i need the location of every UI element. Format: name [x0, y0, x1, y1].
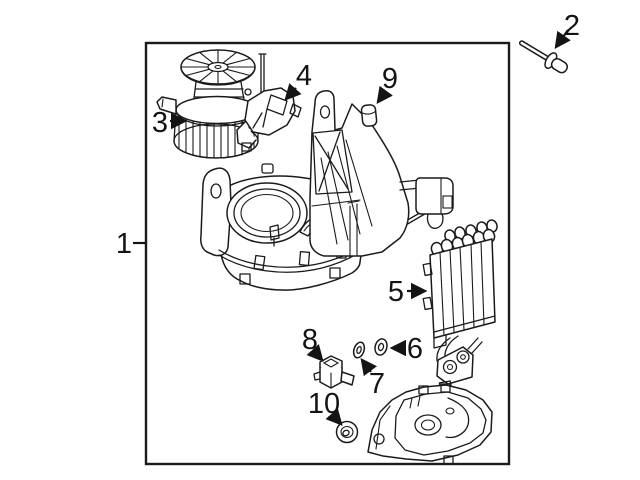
- evaporator-pipes: [436, 335, 483, 393]
- callout-8: 8: [302, 324, 324, 362]
- callout-3-label: 3: [152, 107, 168, 139]
- callout-2: 2: [554, 10, 580, 50]
- callout-6: 6: [389, 333, 423, 365]
- thermistor-sensor: [313, 355, 355, 389]
- callout-7: 7: [360, 358, 385, 400]
- callouts: 1 2 3 4 5 6 7 8: [116, 10, 580, 426]
- blower-motor-resistor: [236, 87, 302, 152]
- callout-4: 4: [284, 60, 312, 101]
- callout-8-label: 8: [302, 324, 318, 356]
- clip-pin: [360, 104, 378, 127]
- callout-4-label: 4: [296, 60, 312, 92]
- callout-5-label: 5: [388, 276, 404, 308]
- grommet: [335, 420, 359, 444]
- callout-5: 5: [388, 276, 428, 308]
- callout-9: 9: [376, 63, 398, 105]
- callout-10-label: 10: [308, 388, 340, 420]
- callout-6-label: 6: [407, 333, 423, 365]
- callout-3: 3: [152, 107, 188, 139]
- callout-1-label: 1: [116, 228, 132, 260]
- hvac-case-housing: [200, 90, 454, 291]
- callout-1: 1: [116, 228, 146, 260]
- callout-7-label: 7: [369, 368, 385, 400]
- evaporator-core: [422, 219, 498, 393]
- callout-9-label: 9: [382, 63, 398, 95]
- callout-2-label: 2: [564, 10, 580, 42]
- callout-10: 10: [308, 388, 343, 426]
- rivet-fastener: [518, 40, 569, 74]
- washer-outer: [374, 338, 388, 356]
- washer-inner: [352, 341, 366, 359]
- lower-case-tray: [367, 383, 493, 465]
